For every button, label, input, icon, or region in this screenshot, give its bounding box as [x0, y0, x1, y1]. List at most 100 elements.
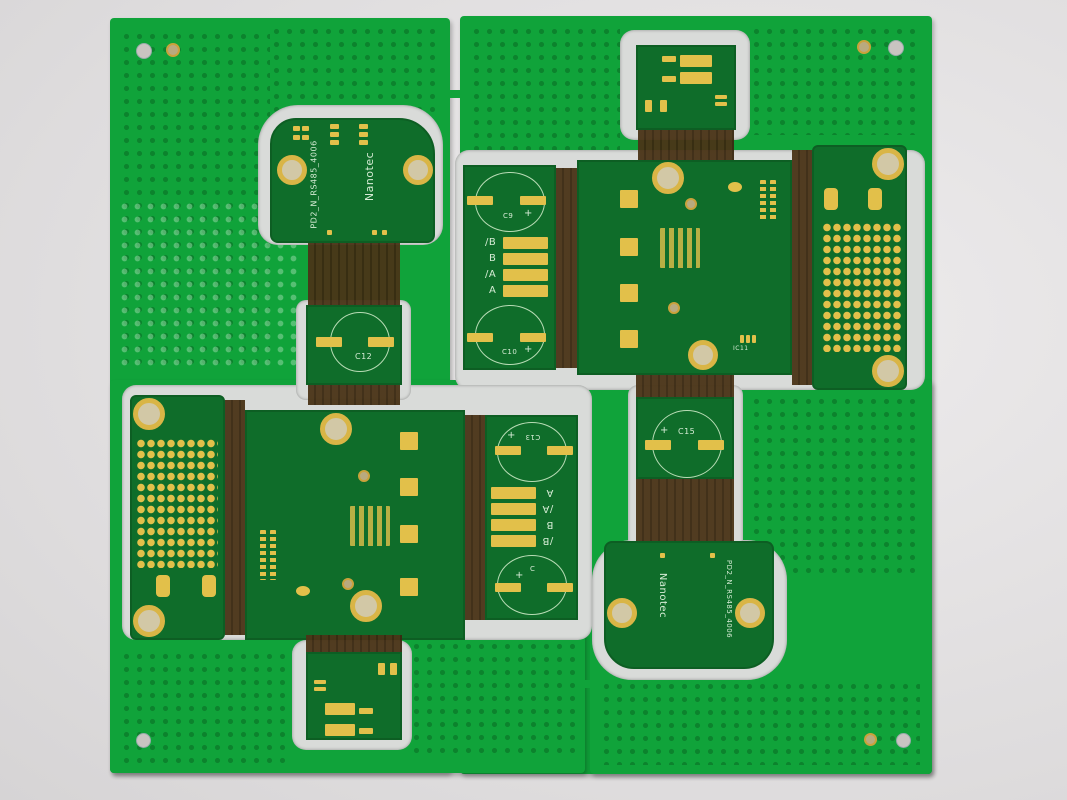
smd-pad: [645, 100, 652, 112]
mounting-hole: [277, 155, 307, 185]
mounting-hole: [320, 413, 352, 445]
smd-pad: [330, 132, 339, 137]
smd-pad: [156, 575, 170, 597]
silkscreen-cap-label: C15: [678, 427, 696, 436]
silkscreen-pin-label: /A: [485, 269, 497, 280]
smd-pad: [270, 530, 276, 580]
flex-cable: [308, 243, 400, 305]
fiducial: [857, 40, 871, 54]
smd-pad: [680, 72, 712, 84]
copper-thieving-dots: [750, 395, 920, 575]
smd-pad: [698, 440, 724, 450]
smd-pad: [260, 530, 266, 580]
terminal-pad-nA: [491, 503, 536, 515]
fiducial: [166, 43, 180, 57]
silkscreen-cap-label: C10: [502, 348, 518, 356]
breakaway-tab: [447, 90, 463, 98]
mounting-hole: [607, 598, 637, 628]
smd-pad: [293, 135, 300, 140]
smd-pad: [660, 553, 665, 558]
mounting-hole: [133, 398, 165, 430]
smd-pad: [382, 230, 387, 235]
smd-pad: [359, 728, 373, 734]
mounting-hole: [735, 598, 765, 628]
copper-thieving-dots: [270, 25, 440, 115]
mounting-hole: [872, 355, 904, 387]
smd-pad: [330, 124, 339, 129]
copper-thieving-dots: [600, 680, 920, 765]
ic-thermal-pad: [620, 330, 638, 348]
tooling-hole: [896, 733, 911, 748]
smd-pad: [368, 337, 394, 347]
smd-pad-array: [660, 228, 700, 268]
terminal-pad-nA: [503, 269, 548, 281]
connector-board-bottom: [604, 541, 774, 669]
smd-pad: [710, 553, 715, 558]
silkscreen-brand: Nanotec: [363, 151, 377, 202]
smd-pad: [314, 687, 326, 691]
smd-pad: [770, 180, 776, 220]
smd-pad: [752, 335, 756, 343]
silkscreen-ic-label: IC11: [733, 345, 749, 352]
terminal-pad-B: [491, 519, 536, 531]
mounting-hole: [133, 605, 165, 637]
smd-pad: [359, 140, 368, 145]
silkscreen-part-number: PD2_N_RS485_4006: [309, 140, 319, 229]
smd-pad: [372, 230, 377, 235]
flex-cable: [638, 130, 734, 160]
silkscreen-pin-label: A: [546, 487, 554, 498]
smd-pad: [547, 446, 573, 455]
smd-pad: [390, 663, 397, 675]
silkscreen-pin-label: B: [489, 253, 497, 264]
smd-pad: [316, 337, 342, 347]
terminal-pad-A: [503, 285, 548, 297]
flex-cable: [306, 635, 402, 653]
flex-cable: [308, 385, 400, 405]
ic-thermal-pad: [400, 432, 418, 450]
silkscreen-cap-label: C12: [355, 352, 373, 361]
silkscreen-polarity: +: [524, 344, 533, 355]
smd-pad: [645, 440, 671, 450]
via: [342, 578, 354, 590]
mounting-hole: [688, 340, 718, 370]
silkscreen-pin-label: /B: [485, 237, 497, 248]
smd-pad: [293, 126, 300, 131]
silkscreen-pin-label: B: [546, 519, 554, 530]
silkscreen-polarity: +: [524, 208, 533, 219]
silkscreen-cap-label: C9: [503, 212, 514, 220]
silkscreen-pin-label: /A: [542, 503, 554, 514]
smd-pad: [662, 76, 676, 82]
via: [668, 302, 680, 314]
ic-thermal-pad: [400, 578, 418, 596]
silkscreen-polarity: +: [515, 570, 524, 581]
terminal-pad-A: [491, 487, 536, 499]
smd-pad: [330, 140, 339, 145]
tooling-hole: [136, 43, 152, 59]
mounting-hole: [652, 162, 684, 194]
silkscreen-pin-label: A: [489, 285, 497, 296]
ic-thermal-pad: [620, 284, 638, 302]
flex-cable: [792, 150, 812, 385]
silkscreen-part-number: PD2_N_RS485_4006: [725, 559, 734, 639]
tooling-hole: [136, 733, 151, 748]
ic-thermal-pad: [620, 238, 638, 256]
silkscreen-brand: Nanotec: [657, 572, 669, 619]
mounting-hole: [403, 155, 433, 185]
smd-pad: [660, 100, 667, 112]
smd-pad: [314, 680, 326, 684]
smd-pad: [302, 135, 309, 140]
terminal-pad-nB: [491, 535, 536, 547]
silkscreen-cap-label: C13: [525, 433, 541, 441]
via: [685, 198, 697, 210]
smd-pad: [325, 724, 355, 736]
smd-pad: [746, 335, 750, 343]
smd-pad-array: [350, 506, 390, 546]
smd-pad: [547, 583, 573, 592]
fiducial: [864, 733, 877, 746]
smd-pad: [359, 132, 368, 137]
copper-thieving-dots: [470, 25, 620, 150]
smd-pad: [728, 182, 742, 192]
mounting-hole: [872, 148, 904, 180]
silkscreen-polarity: +: [507, 430, 516, 441]
smd-pad: [467, 333, 493, 342]
